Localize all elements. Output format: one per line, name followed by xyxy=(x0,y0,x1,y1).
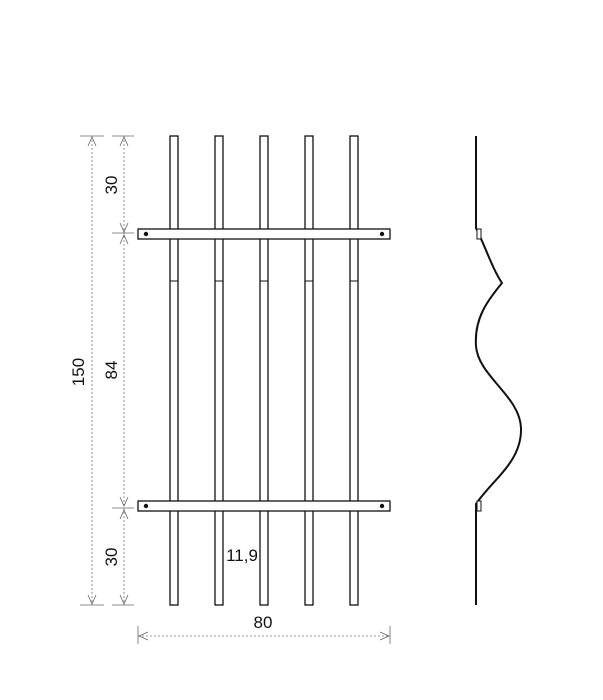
cross-bar-bottom xyxy=(137,500,391,512)
bolt-hole xyxy=(379,503,385,509)
side-profile xyxy=(474,136,523,605)
vertical-bar xyxy=(214,135,224,606)
vertical-bar xyxy=(304,135,314,606)
dimension-total-height-label: 150 xyxy=(69,358,88,386)
dimension-sections: 30 84 30 xyxy=(102,135,134,606)
vertical-bars xyxy=(169,135,359,606)
dimension-bottom-label: 30 xyxy=(102,548,121,567)
bolt-hole xyxy=(143,503,149,509)
bolt-hole xyxy=(379,231,385,237)
dimension-total-width-label: 80 xyxy=(254,613,273,632)
bolt-hole xyxy=(143,231,149,237)
mounting-tab xyxy=(476,228,482,240)
dimension-top-label: 30 xyxy=(102,176,121,195)
vertical-bar xyxy=(259,135,269,606)
dimension-total-width: 80 xyxy=(137,613,391,644)
dimension-bar-spacing-label: 11,9 xyxy=(226,546,258,565)
vertical-bar xyxy=(349,135,359,606)
dimension-middle-label: 84 xyxy=(102,361,121,380)
cross-bar-top xyxy=(137,228,391,240)
mounting-tab xyxy=(476,500,482,512)
dimension-total-height: 150 xyxy=(69,135,104,606)
vertical-bar xyxy=(169,135,179,606)
